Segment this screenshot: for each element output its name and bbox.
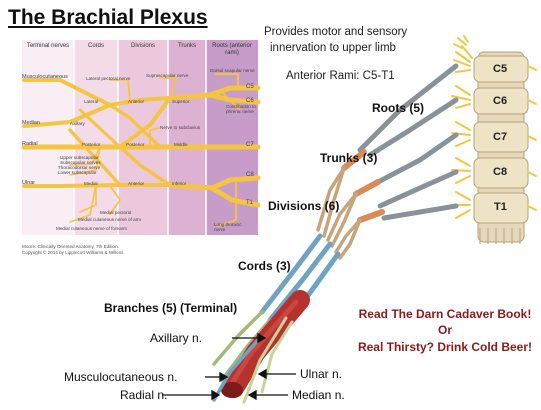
fig-lbl-dorsal-scapular: Dorsal scapular nerve (210, 68, 255, 73)
fig-lbl-med-cut-arm: Medial cutaneous nerve of arm (78, 217, 142, 222)
column-header-divisions: Divisions (130, 43, 155, 49)
fig-lbl-medial-pectoral: Medial pectoral (100, 210, 132, 215)
fig-nerve-ulnar: Ulnar (22, 180, 36, 186)
nerve-label-median: Median n. (292, 388, 345, 402)
fig-cord-posterior: Posterior (82, 142, 101, 147)
column-header-terminal: Terminal nerves (26, 43, 70, 49)
column-header-roots: Roots (anterior rami) (212, 43, 252, 56)
spinal-level-c7: C7 (493, 131, 508, 143)
fig-lbl-axillary: Axillary (70, 121, 85, 126)
spinal-level-c5: C5 (493, 63, 508, 75)
stage-label-roots: Roots (5) (372, 101, 424, 115)
fig-root-c6: C6 (246, 98, 254, 104)
figure-citation-line-1: Moore: Clinically Oriented Anatomy, 7th … (22, 244, 119, 249)
figure-citation-line-2: Copyright © 2014 by Lippincott Williams … (22, 250, 124, 255)
mnemonic-line-3: Real Thirsty? Drink Cold Beer! (357, 340, 533, 354)
page-title: The Brachial Plexus (8, 6, 208, 29)
description-line-2: innervation to upper limb (270, 42, 396, 54)
fig-division-anterior-2: Anterior (128, 181, 145, 186)
fig-division-anterior-1: Anterior (128, 99, 145, 104)
fig-cord-lateral: Lateral (84, 99, 99, 104)
fig-lbl-suprascapular: Suprascapular nerve (146, 73, 189, 78)
fig-lbl-lower-subscapular: Lower subscapular (58, 170, 97, 175)
fig-lbl-phrenic: Contribution to phrenic nerve (226, 104, 256, 114)
mnemonic-line-2: Or (437, 323, 452, 337)
mnemonic-line-1: Read The Darn Cadaver Book! (358, 307, 532, 321)
column-header-trunks: Trunks (177, 43, 197, 49)
column-header-cords: Cords (87, 43, 104, 49)
anterior-rami-label: Anterior Rami: C5-T1 (286, 70, 395, 82)
fig-lbl-subscapular: Subscapular nerves (60, 160, 101, 165)
fig-nerve-median: Median (22, 120, 41, 126)
spinal-level-t1: T1 (494, 201, 507, 213)
fig-lbl-subclavius: Nerve to subclavius (160, 125, 201, 130)
fig-nerve-radial: Radial (22, 141, 38, 147)
fig-division-posterior: Posterior (126, 142, 145, 147)
spinal-level-c6: C6 (493, 95, 508, 107)
fig-cord-medial: Medial (84, 181, 98, 186)
spinal-column (473, 51, 529, 244)
stage-label-divisions: Divisions (6) (268, 199, 340, 213)
fig-lbl-lateral-pectoral: Lateral pectoral nerve (86, 76, 131, 81)
fig-trunk-superior: Superior (172, 99, 190, 104)
fig-trunk-middle: Middle (174, 142, 188, 147)
fig-lbl-upper-subscapular: Upper subscapular (60, 155, 99, 160)
stage-label-branches: Branches (5) (Terminal) (104, 301, 238, 315)
stage-label-cords: Cords (3) (238, 259, 291, 273)
fig-lbl-med-cut-forearm: Medial cutaneous nerve of forearm (56, 226, 127, 231)
nerve-label-ulnar: Ulnar n. (300, 367, 343, 381)
fig-lbl-thoracodorsal: Thoracodorsal nerve (58, 165, 101, 170)
fig-trunk-inferior: Inferior (172, 181, 187, 186)
description-line-1: Provides motor and sensory (264, 26, 408, 38)
fig-root-c5: C5 (246, 84, 254, 90)
fig-nerve-musculocutaneous: Musculocutaneous (22, 74, 68, 80)
nerve-label-radial: Radial n. (120, 388, 168, 402)
fig-root-c7: C7 (246, 142, 254, 148)
fig-root-c8: C8 (246, 172, 254, 178)
nerve-label-axillary: Axillary n. (150, 331, 203, 345)
stage-label-trunks: Trunks (3) (320, 151, 378, 165)
nerve-label-musculocutaneous: Musculocutaneous n. (64, 370, 178, 384)
fig-root-t1: T1 (246, 200, 254, 206)
fig-lbl-long-thoracic: Long thoracic nerve (214, 222, 242, 232)
spinal-level-c8: C8 (493, 166, 508, 178)
